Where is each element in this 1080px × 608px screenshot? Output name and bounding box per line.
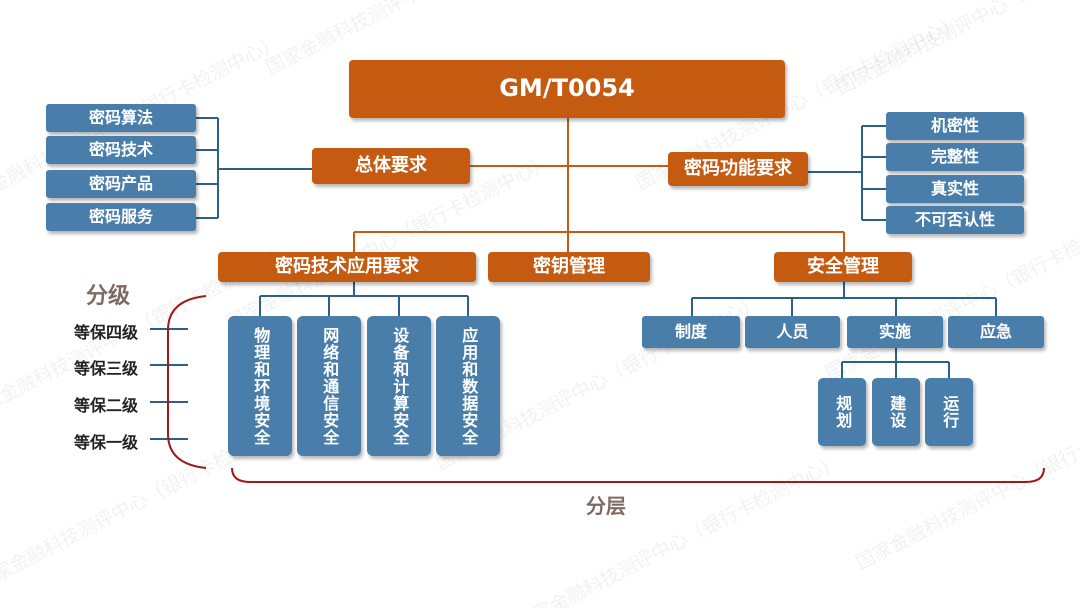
tech-layer-label: 应用和数据安全 <box>459 326 479 446</box>
function-item-label: 不可否认性 <box>914 209 995 229</box>
grading-level: 等保三级 <box>74 359 139 378</box>
root-node: GM/T0054 <box>349 60 785 118</box>
overall-item: 密码服务 <box>46 203 196 231</box>
security-item-label: 实施 <box>878 321 911 341</box>
security-item: 人员 <box>745 316 840 348</box>
grading-title: 分级 <box>86 284 131 309</box>
orange-connectors <box>353 118 845 252</box>
tech-layer-item: 应用和数据安全 <box>436 316 500 456</box>
overall-item: 密码技术 <box>46 136 196 164</box>
grading-level: 等保一级 <box>74 433 139 452</box>
overall-item-label: 密码技术 <box>88 139 153 159</box>
function-item-label: 真实性 <box>930 178 979 198</box>
security-item-label: 人员 <box>776 321 809 341</box>
implementation-sub-item: 建设 <box>872 378 920 446</box>
function-item: 机密性 <box>886 112 1024 140</box>
tech-layer-item: 网络和通信安全 <box>297 316 361 456</box>
security-item: 实施 <box>847 316 943 348</box>
function-requirement-label: 密码功能要求 <box>684 157 792 179</box>
implementation-sub-item: 规划 <box>818 378 866 446</box>
layering-bracket <box>231 467 1045 483</box>
root-label: GM/T0054 <box>499 74 635 103</box>
tech-layer-item: 设备和计算安全 <box>367 316 431 456</box>
tech-application-label: 密码技术应用要求 <box>275 255 419 277</box>
function-item: 真实性 <box>886 175 1024 203</box>
function-requirement-node: 密码功能要求 <box>668 152 808 186</box>
key-management-node: 密钥管理 <box>488 252 650 282</box>
overall-requirement-label: 总体要求 <box>355 154 427 176</box>
implementation-sub-item: 运行 <box>925 378 973 446</box>
grading-level: 等保二级 <box>74 396 139 415</box>
grading-bracket <box>167 295 207 469</box>
security-item-label: 制度 <box>674 321 707 341</box>
implementation-sub-label: 建设 <box>887 395 907 429</box>
security-item-label: 应急 <box>979 321 1012 341</box>
overall-item-label: 密码算法 <box>88 107 153 127</box>
security-item: 制度 <box>642 316 740 348</box>
function-item-label: 机密性 <box>930 115 979 135</box>
implementation-sub-label: 运行 <box>940 395 960 429</box>
tech-application-node: 密码技术应用要求 <box>218 252 476 282</box>
layering-title: 分层 <box>586 494 626 518</box>
security-management-label: 安全管理 <box>807 255 879 277</box>
tech-layer-item: 物理和环境安全 <box>228 316 292 456</box>
tech-layer-label: 物理和环境安全 <box>251 326 271 446</box>
function-item: 完整性 <box>886 143 1024 171</box>
overall-item: 密码产品 <box>46 170 196 198</box>
function-item-label: 完整性 <box>930 146 979 166</box>
overall-requirement-node: 总体要求 <box>312 148 470 184</box>
tech-layer-label: 网络和通信安全 <box>320 326 340 446</box>
overall-item-label: 密码服务 <box>88 206 153 226</box>
security-item: 应急 <box>948 316 1044 348</box>
grading-level: 等保四级 <box>74 323 139 342</box>
security-management-node: 安全管理 <box>774 252 912 282</box>
blue-connectors <box>150 117 997 440</box>
implementation-sub-label: 规划 <box>833 395 853 429</box>
overall-item: 密码算法 <box>46 104 196 132</box>
tech-layer-label: 设备和计算安全 <box>390 326 410 446</box>
function-item: 不可否认性 <box>886 206 1024 234</box>
overall-item-label: 密码产品 <box>88 173 153 193</box>
key-management-label: 密钥管理 <box>533 255 605 277</box>
